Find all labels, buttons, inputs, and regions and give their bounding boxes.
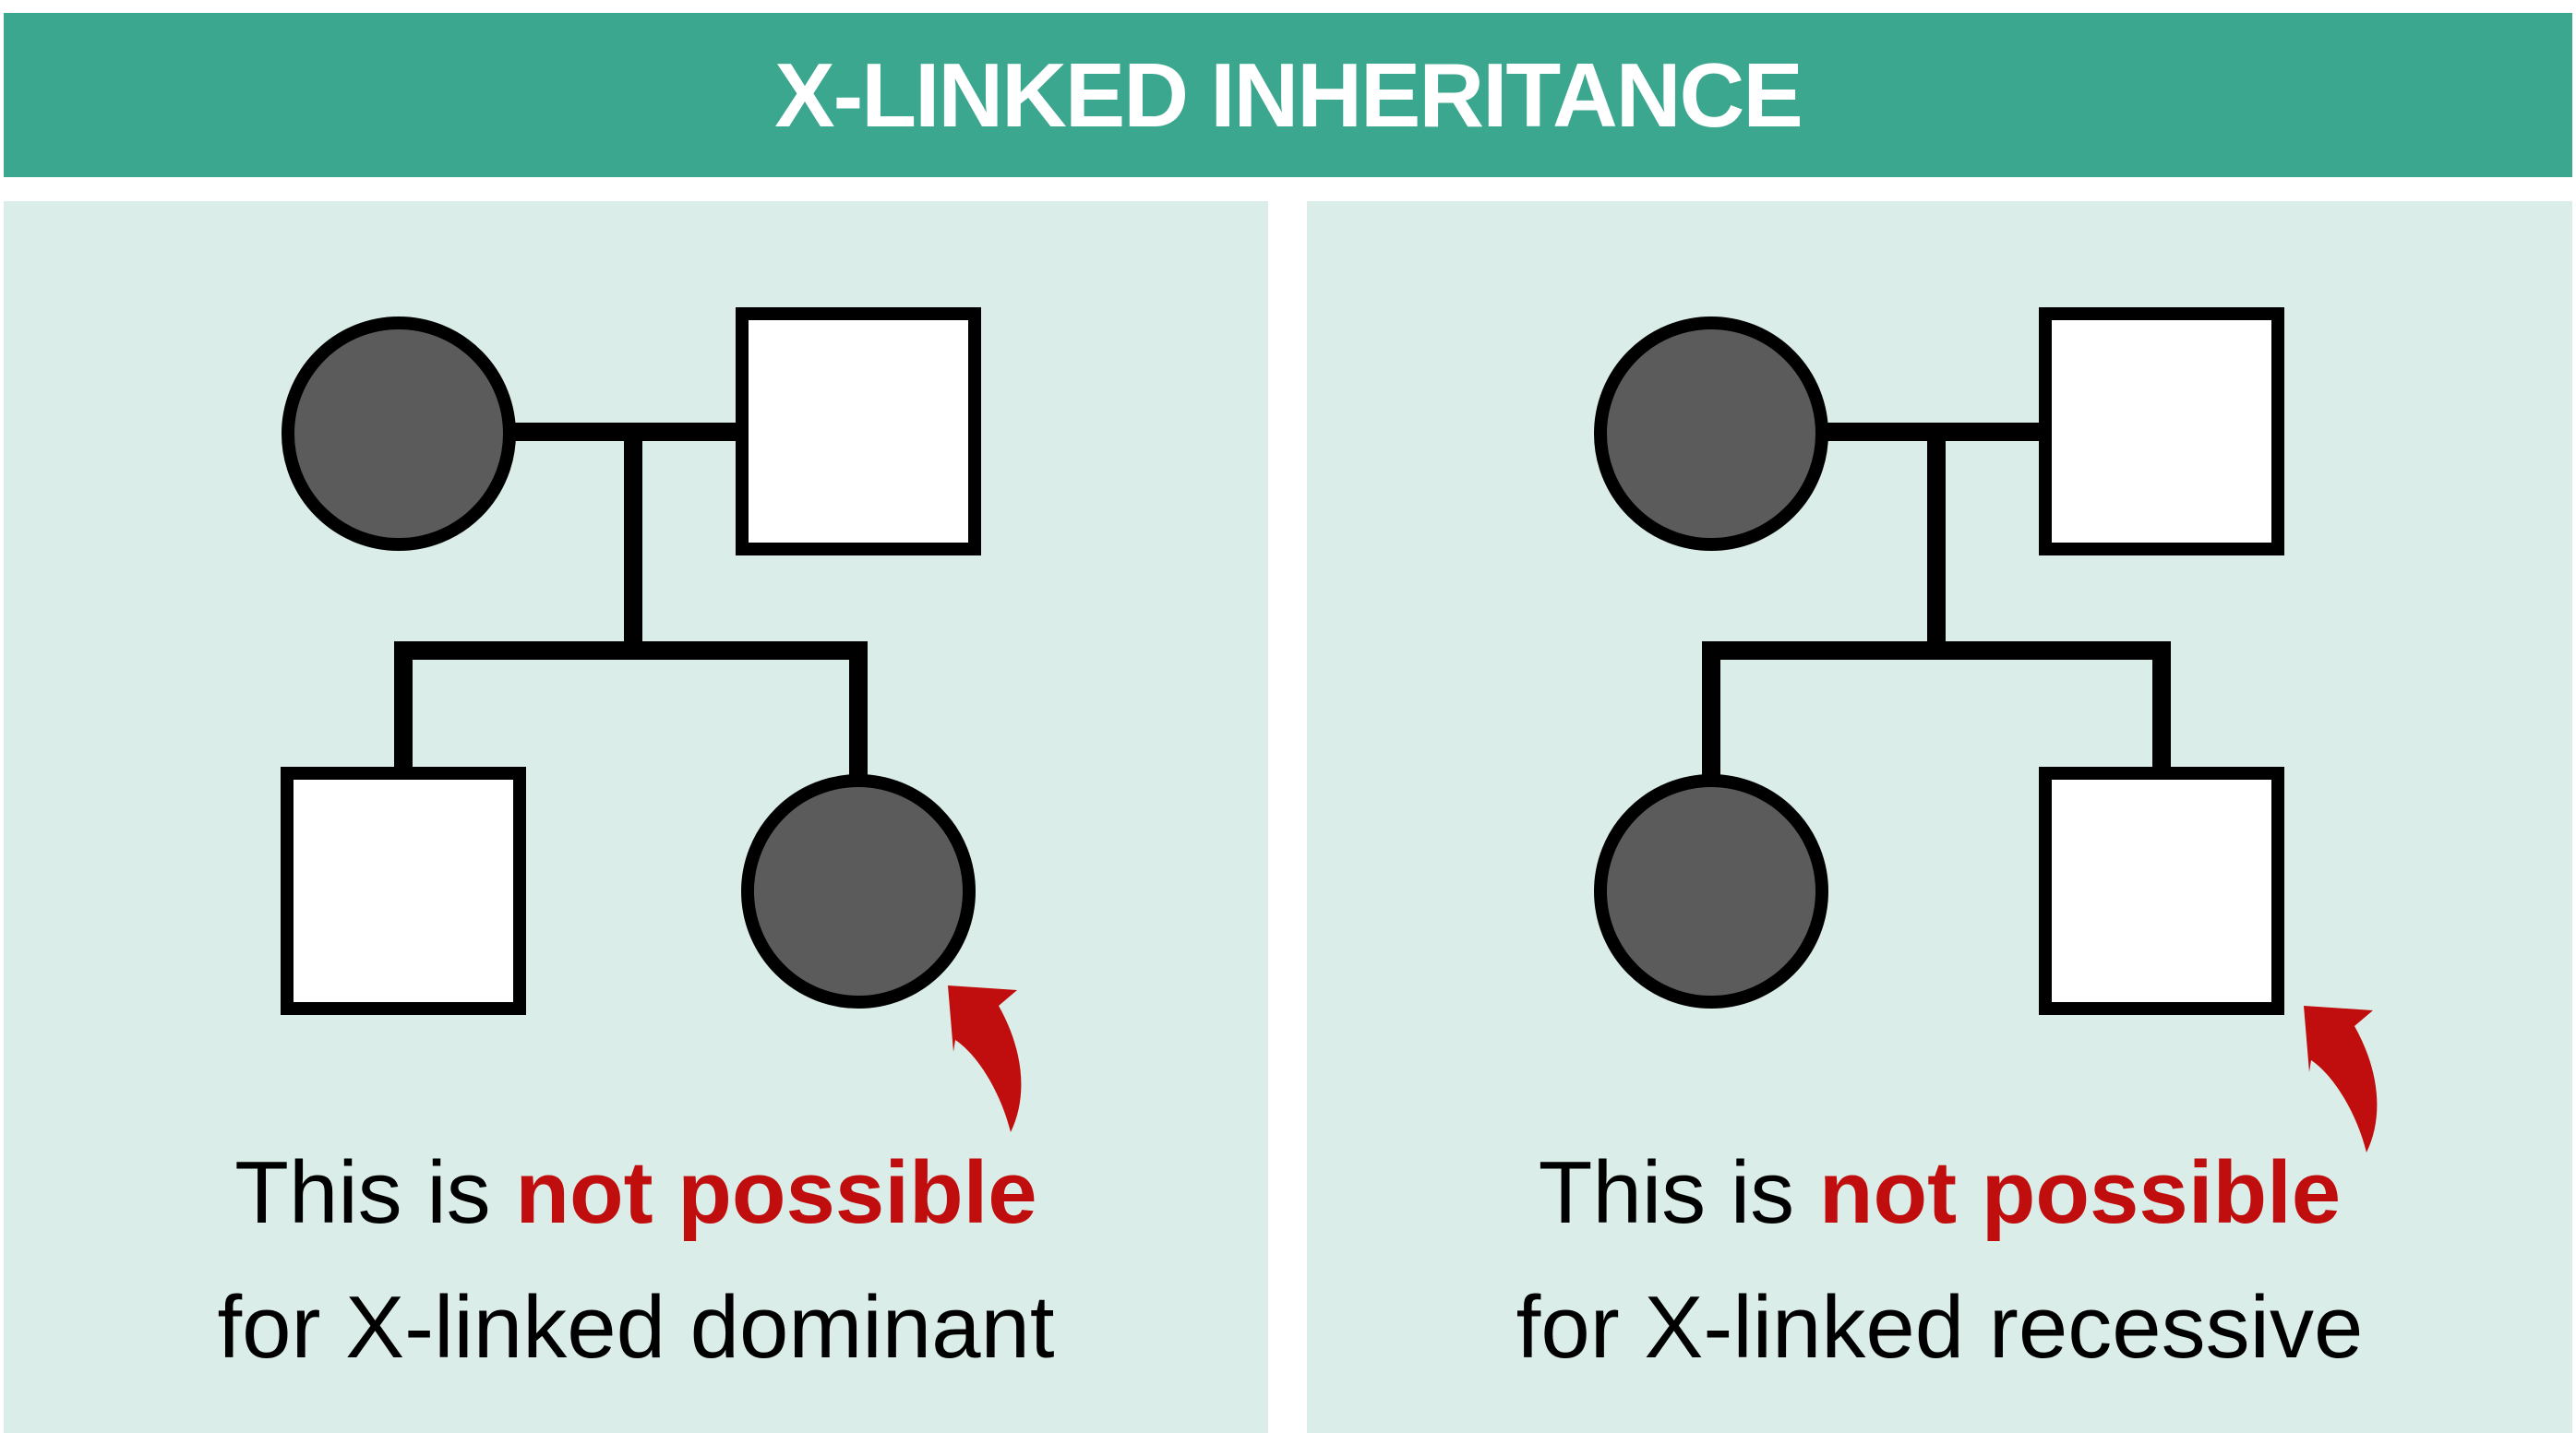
caption-prefix: This is — [234, 1143, 516, 1242]
pedigree-diagram-dominant — [281, 307, 1022, 1132]
caption-highlight: not possible — [1818, 1143, 2342, 1242]
caption-line2: for X-linked recessive — [1516, 1278, 2364, 1377]
pedigree-diagram-recessive — [1594, 307, 2378, 1152]
affected-daughter-circle — [1594, 774, 1828, 1009]
affected-daughter-circle — [741, 774, 976, 1009]
panel-x-linked-recessive: This is not possible for X-linked recess… — [1307, 201, 2572, 1433]
not-possible-arrow-icon — [948, 985, 1022, 1132]
page-title: X-LINKED INHERITANCE — [774, 43, 1803, 146]
unaffected-son-square — [2039, 767, 2284, 1015]
affected-mother-circle — [282, 316, 516, 551]
caption-line1: This is not possible — [1307, 1126, 2572, 1260]
unaffected-father-square — [2039, 307, 2284, 555]
caption-recessive: This is not possible for X-linked recess… — [1307, 1126, 2572, 1395]
not-possible-arrow-icon — [2304, 1006, 2378, 1152]
header-banner: X-LINKED INHERITANCE — [4, 13, 2572, 177]
sibship-line — [394, 641, 868, 792]
affected-mother-circle — [1594, 316, 1828, 551]
caption-line2: for X-linked dominant — [217, 1278, 1055, 1377]
caption-dominant: This is not possible for X-linked domina… — [4, 1126, 1268, 1395]
unaffected-father-square — [736, 307, 981, 555]
caption-highlight: not possible — [515, 1143, 1037, 1242]
caption-line1: This is not possible — [4, 1126, 1268, 1260]
panel-x-linked-dominant: This is not possible for X-linked domina… — [4, 201, 1268, 1433]
unaffected-son-square — [281, 767, 526, 1015]
sibship-line — [1702, 641, 2171, 792]
caption-prefix: This is — [1538, 1143, 1819, 1242]
